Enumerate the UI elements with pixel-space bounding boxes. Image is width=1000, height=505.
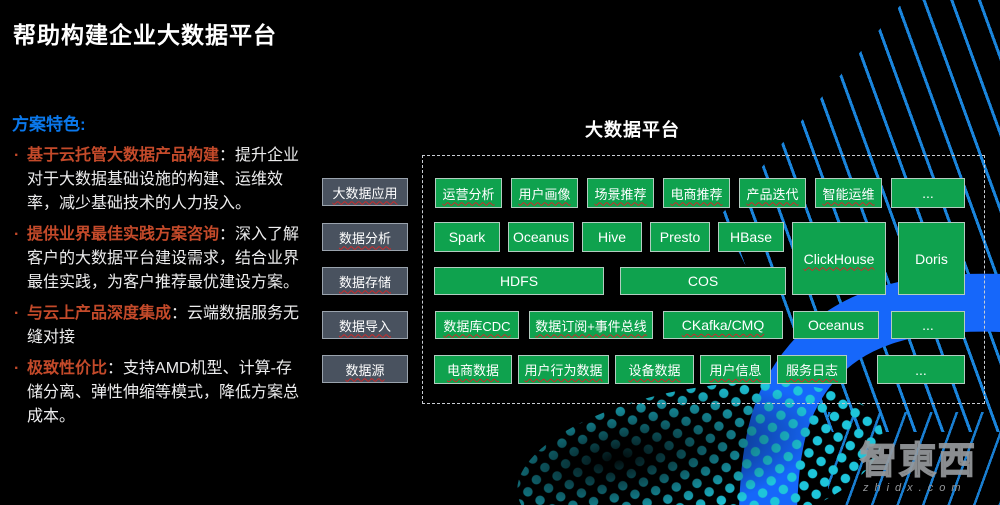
- box-label: 场景推荐: [594, 186, 647, 202]
- storage-box-hdfs: HDFS: [434, 267, 604, 295]
- source-box-3: 设备数据: [615, 355, 694, 384]
- watermark: 智東西 zhidx.com: [859, 440, 1000, 494]
- analysis-box-presto: Presto: [650, 222, 710, 252]
- layer-label-text: 大数据应用: [332, 185, 398, 201]
- source-box-2: 用户行为数据: [518, 355, 609, 384]
- box-label: 数据订阅+事件总线: [535, 318, 647, 334]
- box-label: CKafka/CMQ: [681, 317, 765, 333]
- box-label: COS: [687, 273, 719, 289]
- box-label: Hive: [597, 229, 626, 245]
- app-box-2: 用户画像: [511, 178, 578, 208]
- bullet-text: ：提升企业对于大数据基础设施的构建、运维效率，减少基础技术的人力投入。: [27, 147, 300, 212]
- bullet-lead: 基于云托管大数据产品构建: [27, 147, 220, 164]
- bullet-text: ：深入了解客户的大数据平台建设需求，结合业界最佳实践，为客户推荐最优建设方案。: [27, 226, 300, 291]
- source-box-4: 用户信息: [700, 355, 771, 384]
- box-label: 用户画像: [518, 186, 571, 202]
- box-label: 产品迭代: [746, 186, 799, 202]
- feature-bullet-4: 极致性价比：支持AMD机型、计算-存储分离、弹性伸缩等模式，降低方案总成本。: [12, 357, 306, 429]
- box-label: Spark: [448, 229, 486, 245]
- layer-label-text: 数据分析: [338, 230, 391, 246]
- box-label: 电商数据: [446, 363, 499, 378]
- features-heading: 方案特色:: [12, 115, 86, 134]
- app-box-more: ...: [891, 178, 965, 208]
- layer-label-sources: 数据源: [322, 355, 408, 383]
- box-label: 电商推荐: [670, 186, 723, 202]
- source-box-more: ...: [877, 355, 965, 384]
- import-box-cdc: 数据库CDC: [435, 311, 519, 339]
- app-box-6: 智能运维: [815, 178, 882, 208]
- page-title: 帮助构建企业大数据平台: [13, 22, 277, 48]
- layer-label-text: 数据源: [345, 362, 385, 378]
- box-label: Oceanus: [807, 317, 865, 333]
- bullet-text: ：云端数据服务无缝对接: [27, 305, 300, 346]
- box-label: ClickHouse: [803, 250, 875, 267]
- app-box-1: 运营分析: [435, 178, 502, 208]
- box-label: 用户信息: [709, 363, 762, 378]
- box-label: 设备数据: [628, 363, 681, 378]
- box-label: ...: [922, 185, 934, 201]
- source-box-5: 服务日志: [777, 355, 847, 384]
- box-label: 用户行为数据: [524, 363, 603, 378]
- layer-label-applications: 大数据应用: [322, 178, 408, 206]
- source-box-1: 电商数据: [434, 355, 512, 384]
- box-label: 运营分析: [442, 186, 495, 202]
- app-box-3: 场景推荐: [587, 178, 654, 208]
- analysis-box-hive: Hive: [582, 222, 642, 252]
- feature-bullet-1: 基于云托管大数据产品构建：提升企业对于大数据基础设施的构建、运维效率，减少基础技…: [12, 144, 306, 216]
- box-label: Presto: [659, 229, 701, 245]
- box-label: Doris: [915, 250, 948, 267]
- bullet-lead: 提供业界最佳实践方案咨询: [27, 226, 220, 243]
- analysis-box-oceanus: Oceanus: [508, 222, 574, 252]
- box-label: ...: [915, 361, 927, 378]
- layer-label-import: 数据导入: [322, 311, 408, 339]
- storage-box-cos: COS: [620, 267, 786, 295]
- diagram-title: 大数据平台: [585, 120, 680, 140]
- layer-label-storage: 数据存储: [322, 267, 408, 295]
- analysis-box-doris: Doris: [898, 222, 965, 295]
- feature-bullet-3: 与云上产品深度集成：云端数据服务无缝对接: [12, 302, 306, 350]
- analysis-box-clickhouse: ClickHouse: [792, 222, 886, 295]
- app-box-5: 产品迭代: [739, 178, 806, 208]
- import-box-subscribe: 数据订阅+事件总线: [529, 311, 653, 339]
- box-label: HBase: [729, 229, 773, 245]
- layer-label-text: 数据存储: [338, 274, 391, 290]
- watermark-domain: zhidx.com: [863, 482, 967, 494]
- features-panel: 方案特色: 基于云托管大数据产品构建：提升企业对于大数据基础设施的构建、运维效率…: [12, 113, 306, 436]
- box-label: HDFS: [499, 273, 539, 289]
- feature-bullet-2: 提供业界最佳实践方案咨询：深入了解客户的大数据平台建设需求，结合业界最佳实践，为…: [12, 223, 306, 295]
- box-label: ...: [922, 317, 934, 333]
- analysis-box-hbase: HBase: [718, 222, 784, 252]
- bullet-text: ：支持AMD机型、计算-存储分离、弹性伸缩等模式，降低方案总成本。: [27, 360, 300, 425]
- box-label: 数据库CDC: [443, 318, 511, 334]
- import-box-more: ...: [891, 311, 965, 339]
- import-box-oceanus: Oceanus: [793, 311, 879, 339]
- import-box-ckafka: CKafka/CMQ: [663, 311, 783, 339]
- box-label: 服务日志: [785, 363, 838, 378]
- box-label: Oceanus: [512, 229, 570, 245]
- platform-boundary: [422, 155, 985, 404]
- app-box-4: 电商推荐: [663, 178, 730, 208]
- layer-label-analysis: 数据分析: [322, 223, 408, 251]
- bullet-lead: 极致性价比: [27, 360, 108, 377]
- watermark-logo: 智東西: [859, 440, 977, 481]
- analysis-box-spark: Spark: [434, 222, 500, 252]
- bullet-lead: 与云上产品深度集成: [27, 305, 172, 322]
- layer-label-text: 数据导入: [338, 318, 391, 334]
- box-label: 智能运维: [822, 186, 875, 202]
